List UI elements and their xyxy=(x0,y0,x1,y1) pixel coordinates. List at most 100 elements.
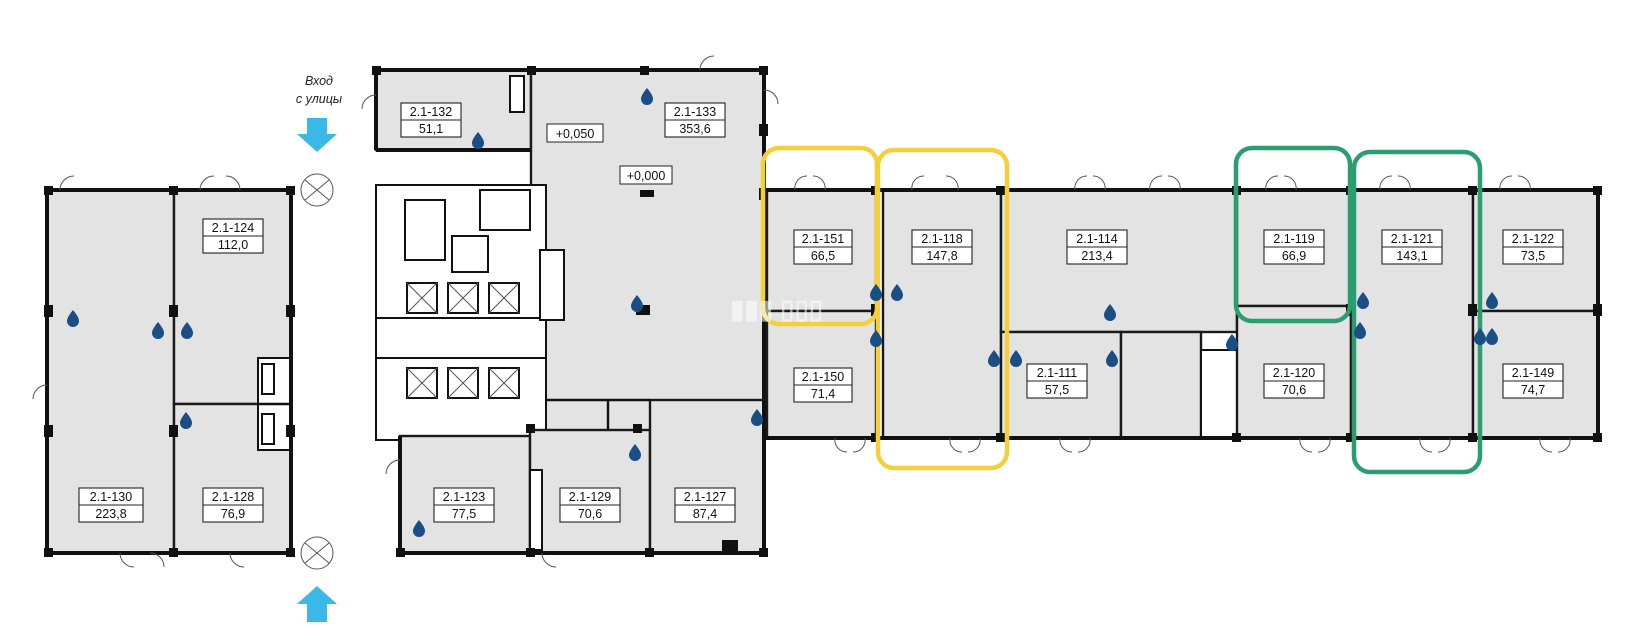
room-code: 2.1-150 xyxy=(802,370,844,384)
room-label: 2.1-130 223,8 xyxy=(78,487,144,523)
room-label: 2.1-122 73,5 xyxy=(1502,229,1564,265)
room-code: 2.1-120 xyxy=(1273,366,1315,380)
room-label: 2.1-132 51,1 xyxy=(400,102,462,138)
water-drop-icon xyxy=(629,444,641,461)
water-drop-icon xyxy=(1486,328,1498,345)
room-code: 2.1-122 xyxy=(1512,232,1554,246)
entry-label-line1: Вход xyxy=(305,74,333,88)
room-code: 2.1-118 xyxy=(921,232,963,246)
room-2-1-127[interactable] xyxy=(648,398,766,555)
room-label: 2.1-121 143,1 xyxy=(1381,229,1443,265)
water-drop-icon xyxy=(1104,304,1116,321)
room-area: 73,5 xyxy=(1521,249,1545,263)
room-code: 2.1-133 xyxy=(674,105,716,119)
room-label: 2.1-150 71,4 xyxy=(793,367,853,403)
room-area: 66,9 xyxy=(1282,249,1306,263)
water-drop-icon xyxy=(1357,292,1369,309)
arrow-down-icon xyxy=(297,118,337,152)
room-label: 2.1-114 213,4 xyxy=(1066,229,1128,265)
level-mark-b: +0,000 xyxy=(627,169,666,183)
room-code: 2.1-119 xyxy=(1273,232,1315,246)
stair-2 xyxy=(479,189,531,231)
water-drop-icon xyxy=(870,330,882,347)
room-code: 2.1-124 xyxy=(212,221,254,235)
room-label: 2.1-127 87,4 xyxy=(674,487,736,523)
room-2-1-114b xyxy=(1119,330,1203,440)
water-drop-icon xyxy=(1486,292,1498,309)
wc-cubicle xyxy=(261,363,275,395)
water-drop-icon xyxy=(641,88,653,105)
stair-3 xyxy=(539,249,565,321)
room-area: 74,7 xyxy=(1521,383,1545,397)
watermark-logo: ▮▮▮ ▯▯▯ xyxy=(730,294,823,324)
room-code: 2.1-132 xyxy=(410,105,452,119)
water-drop-icon xyxy=(751,409,763,426)
room-area: 353,6 xyxy=(679,122,710,136)
room-code: 2.1-111 xyxy=(1037,366,1078,380)
room-area: 66,5 xyxy=(811,249,835,263)
corridor-core xyxy=(375,317,547,359)
stair-south xyxy=(529,469,543,551)
room-code: 2.1-114 xyxy=(1076,232,1118,246)
water-drop-icon xyxy=(1354,322,1366,339)
room-label: 2.1-118 147,8 xyxy=(911,229,973,265)
room-area: 70,6 xyxy=(1282,383,1306,397)
water-drop-icon xyxy=(1226,334,1238,351)
level-mark-box-a xyxy=(546,123,604,143)
level-mark-a: +0,050 xyxy=(556,127,595,141)
room-label: 2.1-119 66,9 xyxy=(1263,229,1325,265)
room-area: 71,4 xyxy=(811,387,835,401)
highlight-2-1-118 xyxy=(875,147,1010,471)
water-drop-icon xyxy=(180,412,192,429)
water-points xyxy=(67,88,1498,537)
entry-label-line2: с улицы xyxy=(296,92,342,106)
room-area: 57,5 xyxy=(1045,383,1069,397)
water-drop-icon xyxy=(891,284,903,301)
highlight-2-1-121 xyxy=(1351,149,1483,475)
room-label: 2.1-123 77,5 xyxy=(433,487,495,523)
room-code: 2.1-129 xyxy=(569,490,611,504)
water-drop-icon xyxy=(181,322,193,339)
room-area: 87,4 xyxy=(693,507,717,521)
room-code: 2.1-121 xyxy=(1391,232,1433,246)
water-drop-icon xyxy=(1474,328,1486,345)
wc-cubicle-2 xyxy=(261,413,275,445)
room-label: 2.1-149 74,7 xyxy=(1502,363,1564,399)
water-drop-icon xyxy=(152,322,164,339)
highlight-2-1-119 xyxy=(1233,145,1353,324)
water-drop-icon xyxy=(413,520,425,537)
room-area: 147,8 xyxy=(926,249,957,263)
room-2-1-118[interactable] xyxy=(881,188,1003,440)
room-code: 2.1-130 xyxy=(90,490,132,504)
utility-132 xyxy=(509,75,525,113)
room-code: 2.1-128 xyxy=(212,490,254,504)
stair-east xyxy=(1200,349,1238,439)
room-area: 76,9 xyxy=(221,507,245,521)
room-area: 143,1 xyxy=(1396,249,1427,263)
water-drop-icon xyxy=(1010,350,1022,367)
water-drop-icon xyxy=(472,132,484,149)
room-area: 77,5 xyxy=(452,507,476,521)
room-label: 2.1-151 66,5 xyxy=(793,229,853,265)
room-label: 2.1-129 70,6 xyxy=(559,487,621,523)
room-label: 2.1-124 112,0 xyxy=(202,218,264,254)
room-label: 2.1-120 70,6 xyxy=(1263,363,1325,399)
water-drop-icon xyxy=(631,295,643,312)
room-code: 2.1-123 xyxy=(443,490,485,504)
room-code: 2.1-151 xyxy=(802,232,844,246)
room-label: 2.1-111 57,5 xyxy=(1026,363,1088,399)
water-drop-icon xyxy=(67,310,79,327)
level-mark-box-b xyxy=(619,165,673,185)
room-label: 2.1-128 76,9 xyxy=(202,487,264,523)
lift-2 xyxy=(451,235,489,273)
arrow-up-icon xyxy=(297,586,337,622)
room-area: 213,4 xyxy=(1081,249,1112,263)
room-label: 2.1-133 353,6 xyxy=(664,102,726,138)
water-drop-icon xyxy=(1106,350,1118,367)
stair-1 xyxy=(404,199,446,261)
room-2-1-121[interactable] xyxy=(1349,188,1475,440)
water-drop-icon xyxy=(870,284,882,301)
room-area: 223,8 xyxy=(95,507,126,521)
water-drop-icon xyxy=(988,350,1000,367)
